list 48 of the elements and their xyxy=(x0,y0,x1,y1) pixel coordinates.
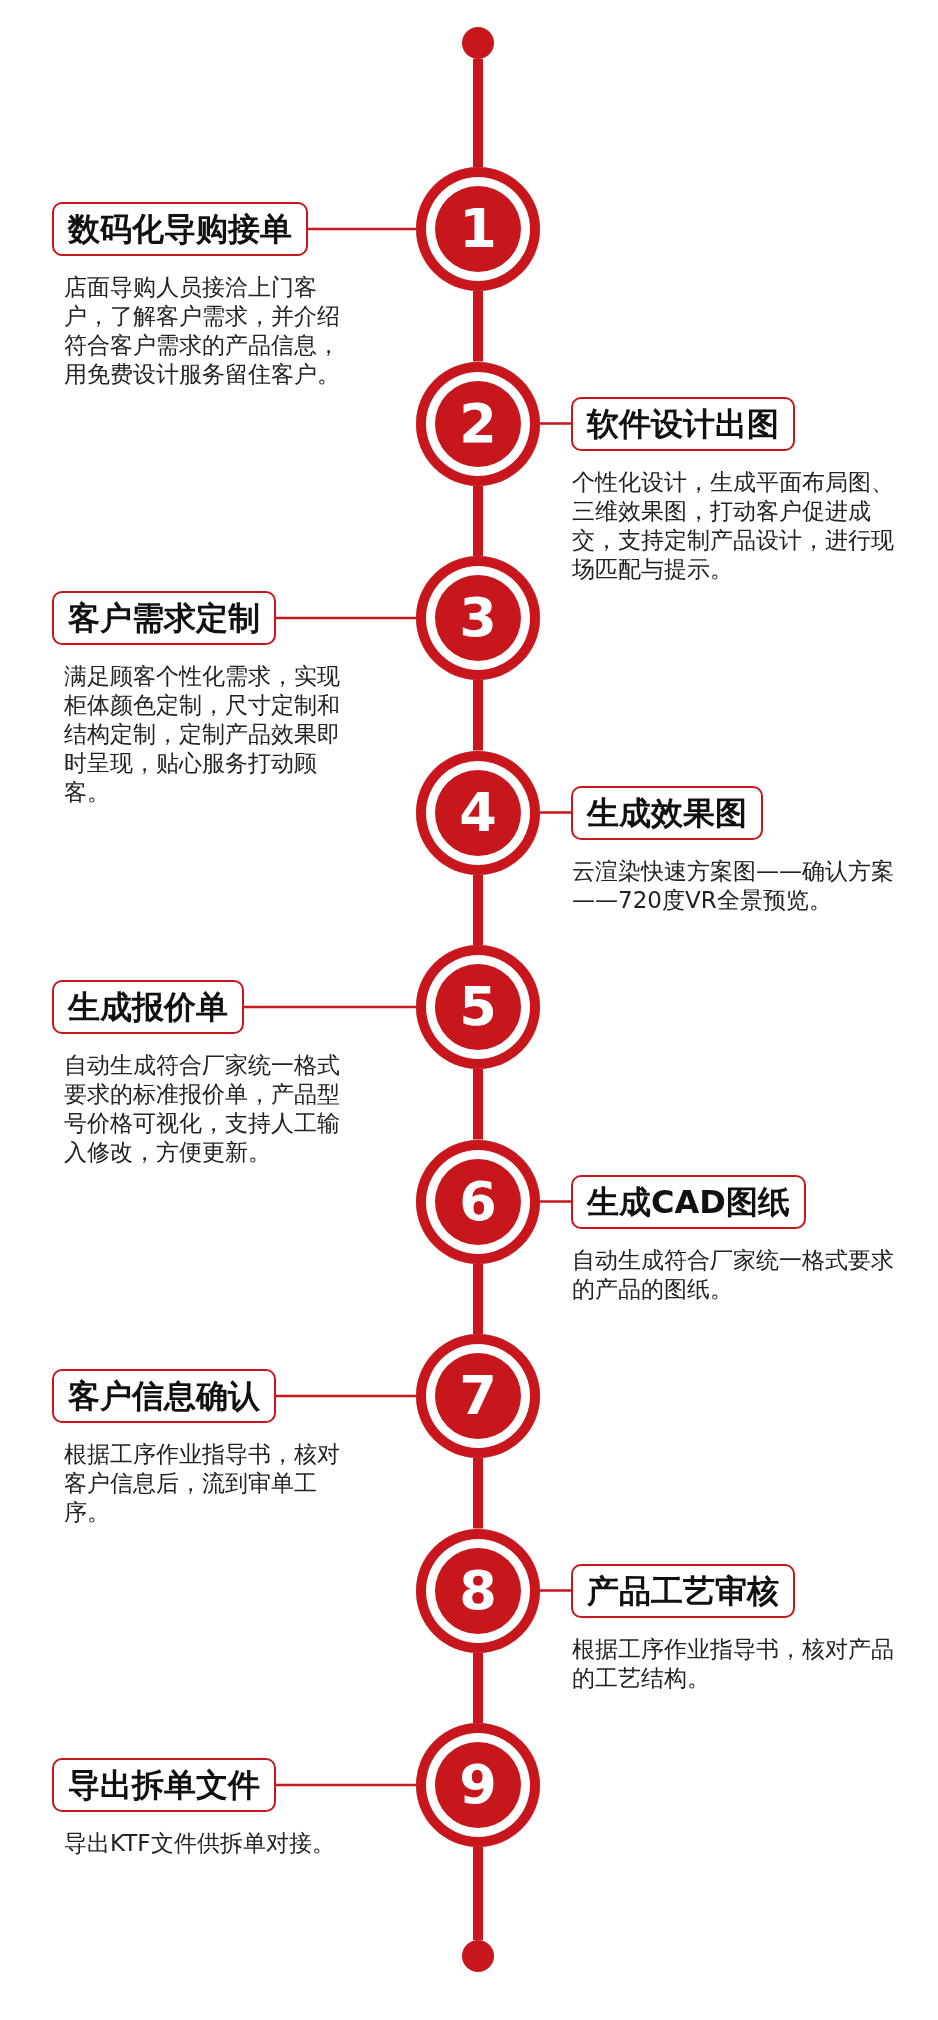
timeline-line xyxy=(473,291,483,362)
step-title: 生成效果图 xyxy=(571,785,763,840)
step-title: 客户需求定制 xyxy=(52,591,276,645)
connector-line xyxy=(276,1783,416,1787)
step-number-circle: 4 xyxy=(416,750,540,875)
step-title: 生成CAD图纸 xyxy=(571,1174,806,1229)
step-number-circle: 2 xyxy=(416,361,540,486)
timeline-line xyxy=(473,59,483,167)
step-description: 自动生成符合厂家统一格式要求的产品的图纸。 xyxy=(572,1245,895,1304)
step-title: 客户信息确认 xyxy=(52,1369,276,1423)
step-number-circle: 8 xyxy=(416,1528,540,1653)
connector-line xyxy=(276,616,416,620)
step-number-circle: 7 xyxy=(416,1334,540,1458)
step-title: 导出拆单文件 xyxy=(52,1758,276,1812)
step-title: 产品工艺审核 xyxy=(571,1563,795,1618)
timeline-line xyxy=(473,485,483,556)
step-description: 导出KTF文件供拆单对接。 xyxy=(64,1829,336,1858)
step-description: 根据工序作业指导书，核对客户信息后，流到审单工序。 xyxy=(64,1440,341,1527)
step-number-circle: 1 xyxy=(416,167,540,291)
step-number-circle: 6 xyxy=(416,1139,540,1264)
timeline-line xyxy=(473,874,483,945)
step-description: 满足顾客个性化需求，实现柜体颜色定制，尺寸定制和结构定制，定制产品效果即时呈现，贴心服务打动顾客。 xyxy=(64,662,341,807)
connector-line xyxy=(540,1589,571,1592)
timeline-end-dot xyxy=(462,1940,494,1972)
connector-line xyxy=(540,1200,571,1203)
step-number-circle: 9 xyxy=(416,1723,540,1847)
connector-line xyxy=(540,811,571,814)
connector-line xyxy=(540,422,571,425)
connector-line xyxy=(276,1394,416,1398)
step-title: 生成报价单 xyxy=(52,980,244,1034)
timeline-line xyxy=(473,1458,483,1529)
step-description: 个性化设计，生成平面布局图、三维效果图，打动客户促进成交，支持定制产品设计，进行现场匹配与提示。 xyxy=(572,467,895,584)
connector-line xyxy=(308,227,416,231)
timeline-line xyxy=(473,1652,483,1723)
step-description: 根据工序作业指导书，核对产品的工艺结构。 xyxy=(572,1634,895,1693)
step-description: 云渲染快速方案图——确认方案——720度VR全景预览。 xyxy=(572,856,895,915)
timeline-line xyxy=(473,1069,483,1140)
step-description: 自动生成符合厂家统一格式要求的标准报价单，产品型号价格可视化，支持人工输入修改，方便更新。 xyxy=(64,1051,341,1167)
step-title: 数码化导购接单 xyxy=(52,202,308,256)
step-number-circle: 5 xyxy=(416,945,540,1069)
step-description: 店面导购人员接洽上门客户，了解客户需求，并介绍符合客户需求的产品信息，用免费设计服务留住客户。 xyxy=(64,273,341,389)
connector-line xyxy=(244,1005,416,1009)
step-number-circle: 3 xyxy=(416,556,540,680)
step-title: 软件设计出图 xyxy=(571,396,795,451)
timeline-line xyxy=(473,680,483,751)
timeline-line xyxy=(473,1263,483,1334)
timeline-line xyxy=(473,1847,483,1940)
timeline-end-dot xyxy=(462,27,494,59)
